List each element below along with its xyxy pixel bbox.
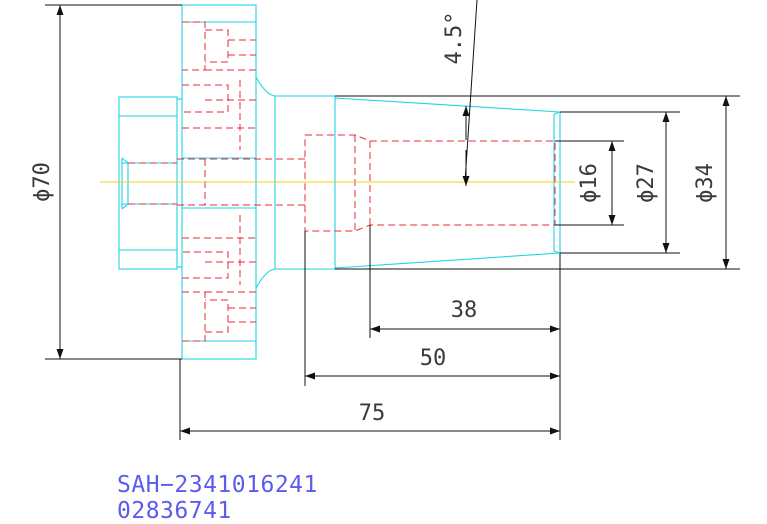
part-code-line2: 02836741 bbox=[117, 498, 232, 524]
dim-angle: 4.5° bbox=[442, 12, 467, 65]
dim-75: 75 bbox=[359, 401, 386, 426]
part-code-line1: SAH−2341016241 bbox=[117, 472, 318, 498]
dim-d70: ϕ70 bbox=[30, 162, 55, 202]
dimension-lines bbox=[45, 0, 740, 440]
dim-d34: ϕ34 bbox=[693, 163, 718, 203]
dim-50: 50 bbox=[420, 346, 447, 371]
dim-d16: ϕ16 bbox=[577, 163, 602, 203]
dim-38: 38 bbox=[451, 298, 478, 323]
dim-d27: ϕ27 bbox=[634, 163, 659, 203]
dimension-labels: ϕ70 4.5° ϕ16 ϕ27 ϕ34 38 50 75 bbox=[30, 12, 718, 426]
